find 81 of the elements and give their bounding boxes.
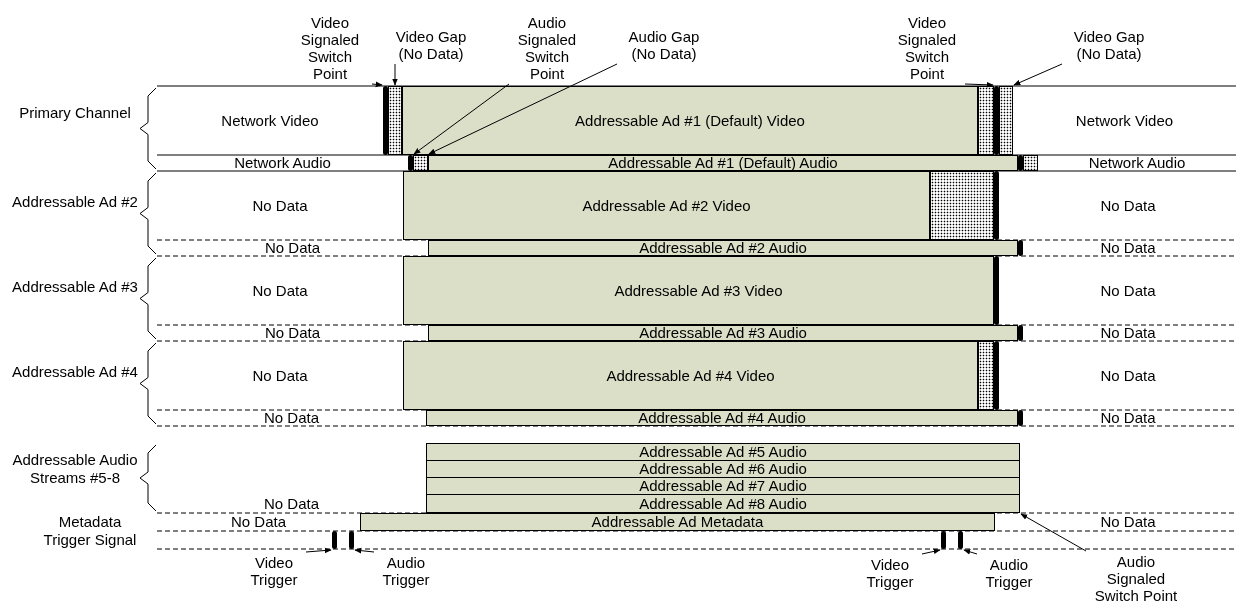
segment-label: No Data [157, 171, 403, 240]
segment-label: No Data [157, 410, 426, 426]
segment-label: No Data [1020, 325, 1236, 341]
stream-block: Addressable Ad #3 Audio [428, 325, 1018, 341]
group-label: Addressable Ad #3 [11, 278, 139, 296]
dotted-gap [999, 86, 1013, 155]
segment-label: No Data [157, 495, 426, 512]
switch-marker [994, 171, 999, 240]
dotted-gap [930, 171, 994, 240]
stream-block: Addressable Ad #7 Audio [426, 477, 1020, 495]
switch-marker [383, 86, 388, 155]
segment-label: No Data [1020, 240, 1236, 256]
callout-label: Audio Trigger [979, 556, 1039, 590]
stream-block: Addressable Ad #3 Video [403, 256, 994, 325]
segment-label: No Data [157, 325, 428, 341]
switch-marker [994, 86, 999, 155]
stream-block: Addressable Ad #1 (Default) Audio [428, 155, 1018, 171]
switch-marker [958, 531, 963, 549]
stream-block: Addressable Ad #2 Video [403, 171, 930, 240]
segment-label: No Data [1020, 341, 1236, 410]
dotted-gap [413, 155, 428, 171]
callout-label: Video Signaled Switch Point [891, 14, 963, 82]
group-label: Addressable Ad #4 [11, 363, 139, 381]
leader-arrow [964, 82, 994, 88]
switch-marker [332, 531, 337, 549]
dotted-gap [388, 86, 402, 155]
group-label: Addressable Audio Streams #5-8 [11, 451, 139, 487]
stream-block: Addressable Ad #4 Video [403, 341, 978, 410]
leader-arrow [428, 63, 618, 155]
stream-block: Addressable Ad #2 Audio [428, 240, 1018, 256]
switch-marker [1018, 325, 1023, 341]
leader-arrow [1013, 63, 1063, 86]
stream-block: Addressable Ad Metadata [360, 513, 995, 531]
segment-label: No Data [157, 341, 403, 410]
stream-block: Addressable Ad #4 Audio [426, 410, 1018, 426]
callout-label: Audio Gap (No Data) [619, 28, 709, 62]
group-label: Primary Channel [18, 104, 132, 122]
switch-marker [1018, 240, 1023, 256]
segment-label: Network Audio [1038, 155, 1236, 171]
segment-label: Network Audio [157, 155, 408, 171]
dotted-gap [1023, 155, 1038, 171]
leader-arrow [392, 63, 398, 86]
leader-arrow [413, 83, 510, 155]
callout-label: Audio Signaled Switch Point [511, 14, 583, 82]
switch-marker [941, 531, 946, 549]
segment-label: No Data [1020, 256, 1236, 325]
stream-block: Addressable Ad #6 Audio [426, 460, 1020, 478]
dotted-gap [978, 341, 994, 410]
group-label: Metadata Trigger Signal [42, 513, 138, 549]
segment-label: No Data [1020, 171, 1236, 240]
callout-label: Audio Trigger [376, 554, 436, 588]
segment-label: No Data [1020, 513, 1236, 531]
leader-arrow [354, 547, 375, 554]
leader-arrow [963, 549, 978, 555]
segment-label: No Data [1020, 410, 1236, 426]
callout-label: Video Trigger [244, 554, 304, 588]
dotted-gap [978, 86, 994, 155]
leader-arrow [305, 547, 332, 554]
segment-label: No Data [157, 513, 360, 531]
leader-arrow [371, 81, 383, 88]
stream-block: Addressable Ad #8 Audio [426, 494, 1020, 513]
group-label: Addressable Ad #2 [11, 193, 139, 211]
segment-label: Network Video [157, 86, 383, 155]
callout-label: Video Signaled Switch Point [290, 14, 370, 82]
switch-marker [408, 155, 413, 171]
stream-block: Addressable Ad #1 (Default) Video [402, 86, 978, 155]
segment-label: Network Video [1013, 86, 1236, 155]
switch-marker [994, 341, 999, 410]
switch-marker [349, 531, 354, 549]
callout-label: Video Trigger [860, 556, 920, 590]
callout-label: Video Gap (No Data) [1064, 28, 1154, 62]
callout-label: Audio Signaled Switch Point [1088, 553, 1184, 604]
leader-arrow [1020, 513, 1087, 552]
segment-label: No Data [157, 256, 403, 325]
switch-marker [1018, 410, 1023, 426]
leader-arrow [921, 548, 941, 555]
callout-label: Video Gap (No Data) [386, 28, 476, 62]
segment-label: No Data [157, 240, 428, 256]
switch-marker [1018, 155, 1023, 171]
stream-block: Addressable Ad #5 Audio [426, 443, 1020, 461]
switch-marker [994, 256, 999, 325]
